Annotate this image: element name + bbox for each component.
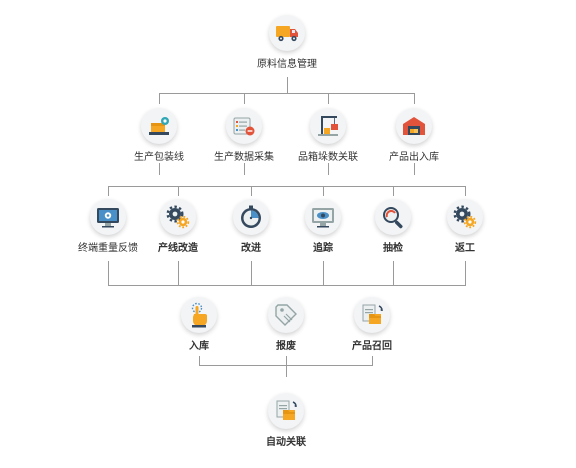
connector: [393, 261, 394, 285]
timer-icon: [237, 203, 265, 231]
connector: [159, 163, 160, 175]
node-rework: 返工: [420, 199, 510, 255]
node-line-retrofit: 产线改造: [133, 199, 223, 255]
node-improve: 改进: [206, 199, 296, 255]
node-label: 品箱垛数关联: [298, 152, 358, 163]
connector: [323, 261, 324, 285]
recall-doc-icon: [358, 301, 386, 329]
node-label: 原料信息管理: [257, 59, 317, 70]
node-box-pallet-link: 品箱垛数关联: [283, 108, 373, 164]
connector: [159, 93, 160, 104]
node-icon-circle: [181, 297, 217, 333]
node-label: 自动关联: [266, 437, 306, 448]
node-label: 报废: [276, 341, 296, 352]
node-recall: 产品召回: [327, 297, 417, 353]
connector: [328, 93, 329, 104]
connector: [159, 93, 415, 94]
node-root: 原料信息管理: [242, 15, 332, 71]
node-label: 抽检: [383, 243, 403, 254]
node-label: 返工: [455, 243, 475, 254]
connector: [178, 186, 179, 196]
connector: [244, 163, 245, 175]
connector: [323, 186, 324, 196]
node-label: 生产包装线: [134, 152, 184, 163]
node-icon-circle: [268, 297, 304, 333]
connector: [244, 93, 245, 104]
node-label: 生产数据采集: [214, 152, 274, 163]
node-label: 终端重量反馈: [78, 243, 138, 254]
node-product-inout: 产品出入库: [369, 108, 459, 164]
connector: [108, 186, 465, 187]
node-icon-circle: [141, 108, 177, 144]
connector: [108, 186, 109, 196]
monitor-gear-icon: [94, 203, 122, 231]
node-label: 产品召回: [352, 341, 392, 352]
node-icon-circle: [268, 393, 304, 429]
node-storage-in: 入库: [154, 297, 244, 353]
node-icon-circle: [160, 199, 196, 235]
tag-icon: [272, 301, 300, 329]
scale-box-icon: [145, 112, 173, 140]
connector: [465, 186, 466, 196]
node-label: 产线改造: [158, 243, 198, 254]
crane-icon: [314, 112, 342, 140]
connector: [465, 261, 466, 285]
connector: [286, 356, 287, 365]
connector: [414, 163, 415, 175]
node-packaging-line: 生产包装线: [114, 108, 204, 164]
connector: [414, 93, 415, 104]
gears-icon: [164, 203, 192, 231]
hand-tap-icon: [185, 301, 213, 329]
truck-icon: [273, 19, 301, 47]
node-sampling: 抽检: [348, 199, 438, 255]
node-label: 改进: [241, 243, 261, 254]
node-icon-circle: [226, 108, 262, 144]
connector: [251, 261, 252, 285]
node-icon-circle: [396, 108, 432, 144]
connector: [108, 261, 109, 285]
node-weight-feedback: 终端重量反馈: [63, 199, 153, 255]
connector: [178, 261, 179, 285]
gears-icon: [451, 203, 479, 231]
sync-doc-icon: [272, 397, 300, 425]
connector: [393, 186, 394, 196]
node-icon-circle: [269, 15, 305, 51]
connector: [286, 365, 287, 377]
monitor-eye-icon: [309, 203, 337, 231]
node-icon-circle: [375, 199, 411, 235]
connector: [108, 285, 466, 286]
node-auto-link: 自动关联: [241, 393, 331, 449]
node-label: 入库: [189, 341, 209, 352]
node-trace: 追踪: [278, 199, 368, 255]
node-icon-circle: [233, 199, 269, 235]
data-list-icon: [230, 112, 258, 140]
node-icon-circle: [447, 199, 483, 235]
node-icon-circle: [354, 297, 390, 333]
connector: [328, 163, 329, 175]
connector: [372, 356, 373, 365]
connector: [251, 186, 252, 196]
node-label: 追踪: [313, 243, 333, 254]
node-label: 产品出入库: [389, 152, 439, 163]
connector: [199, 356, 200, 365]
magnifier-icon: [379, 203, 407, 231]
node-production-data: 生产数据采集: [199, 108, 289, 164]
node-icon-circle: [305, 199, 341, 235]
node-icon-circle: [90, 199, 126, 235]
warehouse-icon: [400, 112, 428, 140]
node-scrap: 报废: [241, 297, 331, 353]
node-icon-circle: [310, 108, 346, 144]
connector: [287, 77, 288, 93]
